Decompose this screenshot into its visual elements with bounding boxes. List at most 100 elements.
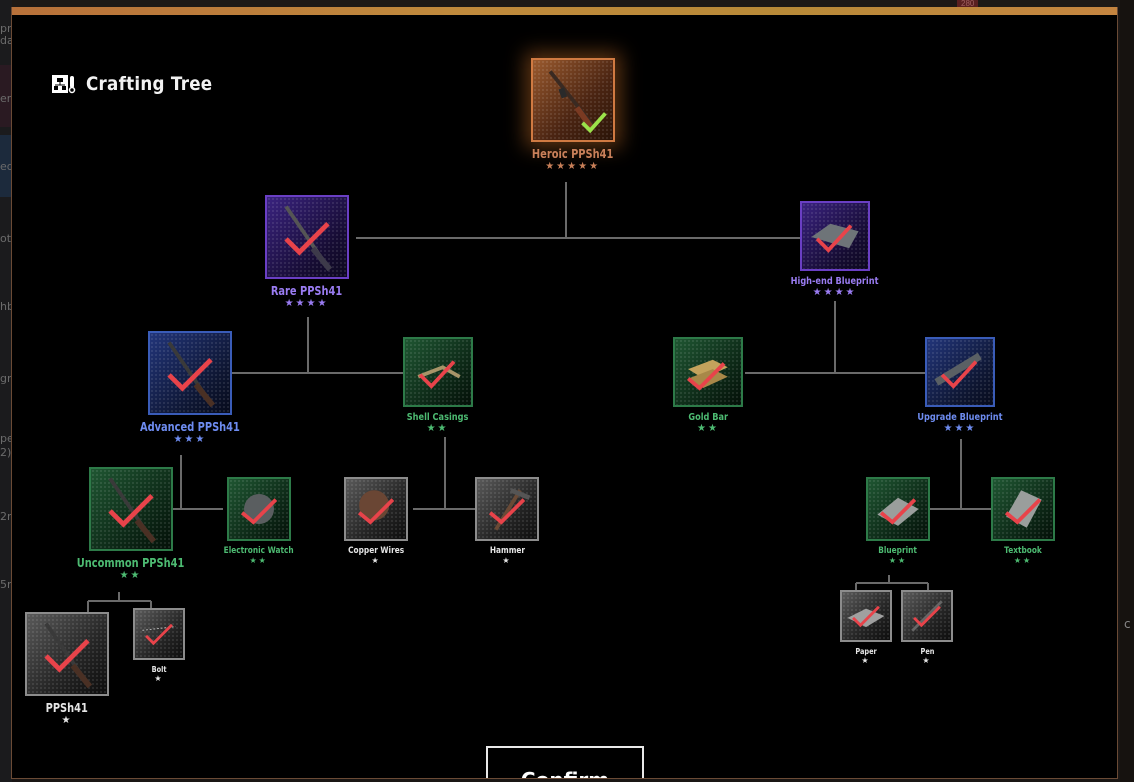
item-stars: ★ (154, 674, 164, 683)
item-slot[interactable] (475, 477, 539, 541)
node-shell-casings[interactable]: Shell Casings ★★ (400, 337, 475, 434)
node-blueprint[interactable]: Blueprint ★★ (866, 477, 930, 565)
smg-icon (108, 477, 156, 544)
owned-check-icon (580, 112, 607, 134)
item-slot[interactable] (133, 608, 185, 660)
item-name: Shell Casings (406, 412, 469, 423)
item-name: Uncommon PPSh41 (76, 556, 185, 570)
background-text: pe (0, 432, 14, 445)
crafted-check-icon (418, 360, 455, 389)
item-name: Copper Wires (348, 546, 405, 556)
item-stars: ★★★★ (284, 298, 329, 309)
crafting-tree-dialog: Crafting Tree (11, 7, 1118, 779)
item-slot[interactable] (226, 477, 291, 541)
node-textbook[interactable]: Textbook ★★ (991, 477, 1055, 565)
item-name: Rare PPSh41 (270, 284, 343, 298)
node-ppsh41[interactable]: PPSh41 ★ (25, 612, 109, 726)
node-pen[interactable]: Pen ★ (901, 590, 953, 665)
bolt-icon (142, 626, 176, 631)
item-name: Bolt (151, 665, 167, 674)
item-slot[interactable] (866, 477, 930, 541)
confirm-button[interactable]: Confirm (486, 746, 644, 778)
node-heroic-ppsh41[interactable]: Heroic PPSh41 ★★★★★ (523, 58, 622, 172)
crafted-check-icon (879, 498, 917, 525)
shell-casings-icon (417, 365, 461, 379)
item-slot[interactable] (530, 58, 615, 142)
watch-icon (243, 494, 274, 524)
crafted-check-icon (488, 498, 526, 525)
crafted-check-icon (686, 362, 726, 391)
crafted-check-icon (145, 623, 173, 646)
dialog-title: Crafting Tree (86, 73, 213, 95)
node-hammer[interactable]: Hammer ★ (475, 477, 539, 565)
crafted-check-icon (940, 360, 978, 389)
item-stars: ★★ (119, 570, 142, 581)
node-copper-wires[interactable]: Copper Wires ★ (342, 477, 410, 565)
item-slot[interactable] (402, 337, 473, 407)
item-name: Advanced PPSh41 (139, 420, 240, 434)
item-slot[interactable] (88, 467, 173, 551)
item-name: High-end Blueprint (790, 276, 879, 287)
background-text: hb (0, 300, 14, 313)
item-stars: ★★★ (943, 423, 977, 434)
item-stars: ★★ (697, 423, 719, 434)
item-stars: ★★★★★ (545, 161, 601, 172)
node-bolt[interactable]: Bolt ★ (133, 608, 185, 683)
smg-icon (167, 341, 215, 408)
crafted-check-icon (1004, 498, 1042, 525)
node-rare-ppsh41[interactable]: Rare PPSh41 ★★★★ (263, 195, 350, 309)
crafted-check-icon (815, 224, 852, 253)
background-tile (0, 65, 12, 127)
item-stars: ★★ (426, 423, 449, 434)
background-badge: 280 (957, 0, 979, 8)
background-text: 2) (0, 446, 12, 459)
crafted-check-icon (358, 498, 395, 525)
item-stars: ★★★ (173, 434, 207, 445)
crafted-check-icon (283, 221, 330, 256)
crafted-check-icon (44, 638, 90, 673)
item-slot[interactable] (147, 331, 232, 415)
item-slot[interactable] (344, 477, 409, 541)
node-high-end-blueprint[interactable]: High-end Blueprint ★★★★ (781, 201, 888, 298)
item-slot[interactable] (25, 612, 109, 696)
node-paper[interactable]: Paper ★ (840, 590, 892, 665)
item-stars: ★★ (249, 556, 268, 565)
item-stars: ★ (502, 556, 512, 565)
item-slot[interactable] (264, 195, 349, 279)
item-stars: ★ (861, 656, 871, 665)
item-stars: ★ (371, 556, 381, 565)
background-text: ed (0, 160, 14, 173)
smg-icon (283, 205, 332, 272)
dialog-header: Crafting Tree (52, 73, 230, 95)
node-electronic-watch[interactable]: Electronic Watch ★★ (216, 477, 301, 565)
background-tile (0, 135, 12, 197)
node-uncommon-ppsh41[interactable]: Uncommon PPSh41 ★★ (65, 467, 196, 581)
item-stars: ★ (922, 656, 932, 665)
node-advanced-ppsh41[interactable]: Advanced PPSh41 ★★★ (129, 331, 251, 445)
item-name: Upgrade Blueprint (917, 412, 1003, 423)
item-slot[interactable] (840, 590, 892, 642)
item-stars: ★★★★ (812, 287, 857, 298)
background-right-panel: c (1120, 0, 1134, 782)
connector (87, 592, 152, 612)
node-upgrade-blueprint[interactable]: Upgrade Blueprint ★★★ (908, 337, 1012, 434)
tree-connectors (87, 182, 992, 612)
item-slot[interactable] (901, 590, 953, 642)
smg-icon (548, 70, 596, 131)
dialog-accent-bar (12, 7, 1117, 15)
item-slot[interactable] (924, 337, 995, 407)
node-gold-bar[interactable]: Gold Bar ★★ (673, 337, 743, 434)
item-slot[interactable] (799, 201, 870, 271)
item-name: Paper (855, 647, 877, 656)
pen-icon (911, 600, 943, 632)
background-top-strip: 280 (12, 0, 1122, 8)
item-name: Hammer (489, 546, 525, 556)
item-name: PPSh41 (45, 701, 89, 715)
smg-icon (44, 622, 93, 689)
item-slot[interactable] (991, 477, 1055, 541)
item-slot[interactable] (673, 337, 743, 407)
crafted-check-icon (240, 498, 277, 525)
item-stars: ★ (61, 715, 73, 726)
crafted-check-icon (913, 605, 941, 628)
crafted-check-icon (852, 605, 880, 628)
